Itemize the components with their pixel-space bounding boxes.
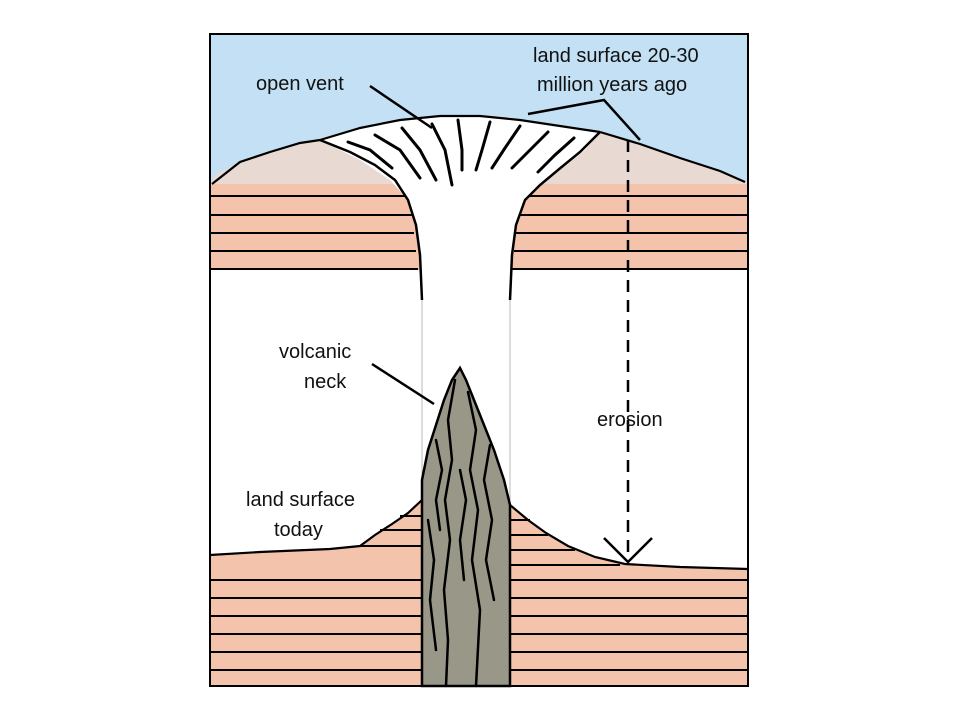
vent-top-outline [319, 114, 601, 142]
erosion-arrow-head [603, 537, 653, 564]
upper-strata-lines [210, 195, 748, 270]
label-open-vent: open vent [256, 73, 344, 95]
leader-lines [369, 84, 641, 406]
label-past-surface-line1: land surface 20-30 [533, 45, 699, 67]
volcanic-neck-rock [420, 365, 512, 688]
label-volcanic-neck-line1: volcanic [279, 341, 351, 363]
lower-strata-lines [210, 515, 748, 671]
magma-vent [320, 116, 600, 300]
diagram-frame [209, 33, 749, 687]
vent-outline-left [319, 138, 424, 301]
ancient-surface-outline-right [599, 130, 746, 184]
label-today-surface-line2: today [274, 519, 323, 541]
vent-outline-right [508, 131, 601, 301]
vent-fractures [346, 118, 576, 187]
ancient-surface-outline [211, 138, 321, 185]
neck-fractures [426, 378, 496, 688]
today-surface-outline-right [509, 504, 749, 571]
label-past-surface-line2: million years ago [537, 74, 687, 96]
label-today-surface-line1: land surface [246, 489, 355, 511]
today-surface-outline [209, 499, 423, 557]
label-erosion: erosion [597, 409, 663, 431]
label-volcanic-neck-line2: neck [304, 371, 347, 393]
